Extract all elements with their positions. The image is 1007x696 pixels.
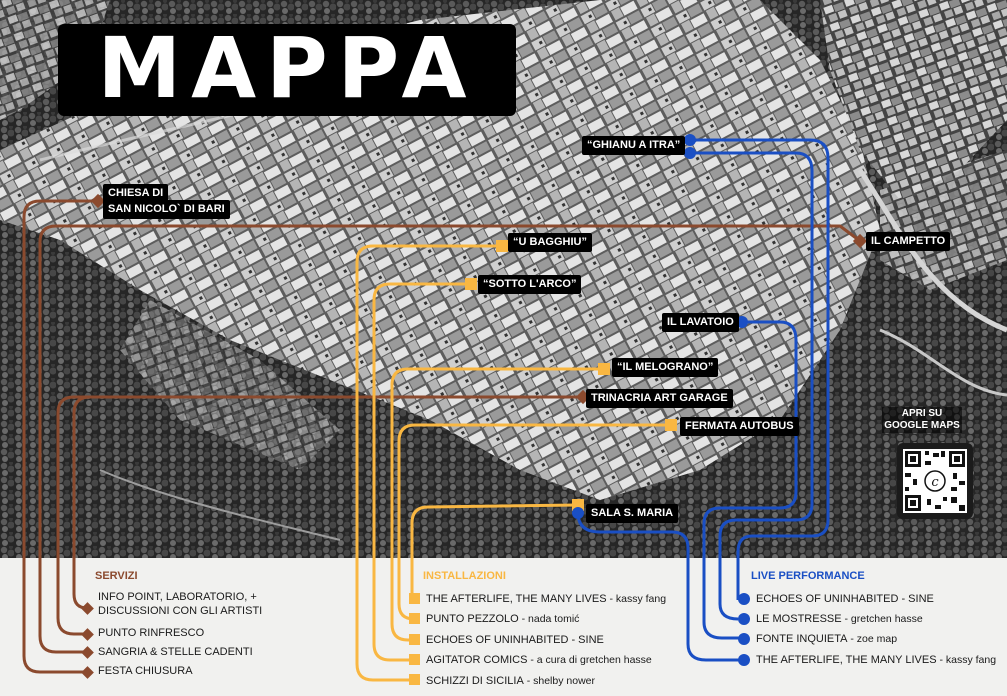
label-ghianu[interactable]: “GHIANU A ITRA”	[582, 136, 686, 155]
legend-inst-item-3-main: ECHOES OF UNINHABITED - SINE	[426, 634, 604, 646]
label-bagghiu[interactable]: “U BAGGHIU”	[508, 233, 592, 252]
legend-marker-inst-3	[409, 634, 420, 645]
legend-servizi-item-4: FESTA CHIUSURA	[98, 665, 193, 677]
legend-live-item-4-main: THE AFTERLIFE, THE MANY LIVES	[756, 654, 937, 666]
legend-live-item-4: THE AFTERLIFE, THE MANY LIVES - kassy fa…	[756, 653, 996, 667]
legend-marker-servizi-3	[81, 646, 94, 659]
legend-marker-inst-1	[409, 593, 420, 604]
legend-title-servizi: SERVIZI	[95, 570, 138, 582]
legend-inst-item-2: PUNTO PEZZOLO - nada tomić	[426, 612, 579, 626]
legend-live-item-1: ECHOES OF UNINHABITED - SINE	[756, 592, 934, 606]
legend-inst-item-4-sub: - a cura di gretchen hasse	[527, 654, 652, 666]
legend-live-item-3-main: FONTE INQUIETA	[756, 633, 848, 645]
legend-marker-live-4	[738, 654, 750, 666]
label-trinacria[interactable]: TRINACRIA ART GARAGE	[586, 389, 733, 408]
legend-inst-item-1-sub: - kassy fang	[606, 593, 667, 605]
legend-live-item-2-main: LE MOSTRESSE	[756, 613, 842, 625]
legend-inst-item-4-main: AGITATOR COMICS	[426, 654, 528, 666]
label-lavatoio[interactable]: IL LAVATOIO	[662, 313, 739, 332]
qr-title-line2: GOOGLE MAPS	[884, 420, 960, 431]
label-melograno[interactable]: “IL MELOGRANO”	[612, 358, 719, 377]
legend-live-item-3-sub: - zoe map	[847, 633, 898, 645]
legend-inst-item-1-main: THE AFTERLIFE, THE MANY LIVES	[426, 593, 607, 605]
legend-marker-live-1	[738, 593, 750, 605]
title-box	[58, 24, 516, 116]
legend-servizi-item-1: INFO POINT, LABORATORIO, + DISCUSSIONI C…	[98, 590, 262, 618]
legend-live-item-2: LE MOSTRESSE - gretchen hasse	[756, 612, 923, 626]
legend-servizi-item-1-line1: INFO POINT, LABORATORIO, +	[98, 591, 257, 603]
legend-live-item-2-sub: - gretchen hasse	[841, 613, 923, 625]
qr-title-line1: APRI SU	[901, 408, 943, 419]
legend-title-installazioni: INSTALLAZIONI	[423, 570, 506, 582]
legend-marker-servizi-4	[81, 666, 94, 679]
legend-live-item-4-sub: - kassy fang	[936, 654, 997, 666]
legend-inst-item-5-main: SCHIZZI DI SICILIA	[426, 675, 524, 687]
legend-marker-inst-5	[409, 674, 420, 685]
legend-inst-item-2-main: PUNTO PEZZOLO	[426, 613, 519, 625]
label-chiesa-line1[interactable]: CHIESA DI	[103, 184, 169, 203]
qr-title: APRI SU GOOGLE MAPS	[882, 407, 962, 433]
legend-servizi-item-3: SANGRIA & STELLE CADENTI	[98, 646, 253, 658]
legend-inst-item-2-sub: - nada tomić	[518, 613, 580, 625]
legend-marker-servizi-2	[81, 628, 94, 641]
label-campetto[interactable]: IL CAMPETTO	[866, 232, 951, 251]
legend-marker-live-2	[738, 613, 750, 625]
label-sotto-arco[interactable]: “SOTTO L'ARCO”	[478, 275, 582, 294]
legend-marker-live-3	[738, 633, 750, 645]
legend-inst-item-5: SCHIZZI DI SICILIA - shelby nower	[426, 674, 595, 688]
legend-live-item-3: FONTE INQUIETA - zoe map	[756, 632, 897, 646]
qr-code-icon[interactable]: c	[897, 443, 973, 519]
legend-inst-item-3: ECHOES OF UNINHABITED - SINE	[426, 633, 604, 647]
legend-marker-servizi-1	[81, 602, 94, 615]
svg-text:c: c	[931, 475, 939, 490]
legend-inst-item-4: AGITATOR COMICS - a cura di gretchen has…	[426, 653, 652, 667]
label-fermata[interactable]: FERMATA AUTOBUS	[680, 417, 799, 436]
legend-servizi-item-2: PUNTO RINFRESCO	[98, 627, 205, 639]
label-sala[interactable]: SALA S. MARIA	[586, 504, 679, 523]
legend-marker-inst-2	[409, 613, 420, 624]
qr-code-graphic: c	[903, 449, 967, 513]
legend-title-live: LIVE PERFORMANCE	[751, 570, 865, 582]
label-chiesa-line2[interactable]: SAN NICOLO` DI BARI	[103, 200, 230, 219]
legend-servizi-item-1-line2: DISCUSSIONI CON GLI ARTISTI	[98, 605, 263, 617]
legend-inst-item-1: THE AFTERLIFE, THE MANY LIVES - kassy fa…	[426, 592, 666, 606]
legend-inst-item-5-sub: - shelby nower	[523, 675, 595, 687]
page-title: MAPPA	[97, 19, 477, 117]
legend-marker-inst-4	[409, 654, 420, 665]
legend-live-item-1-main: ECHOES OF UNINHABITED - SINE	[756, 593, 934, 605]
